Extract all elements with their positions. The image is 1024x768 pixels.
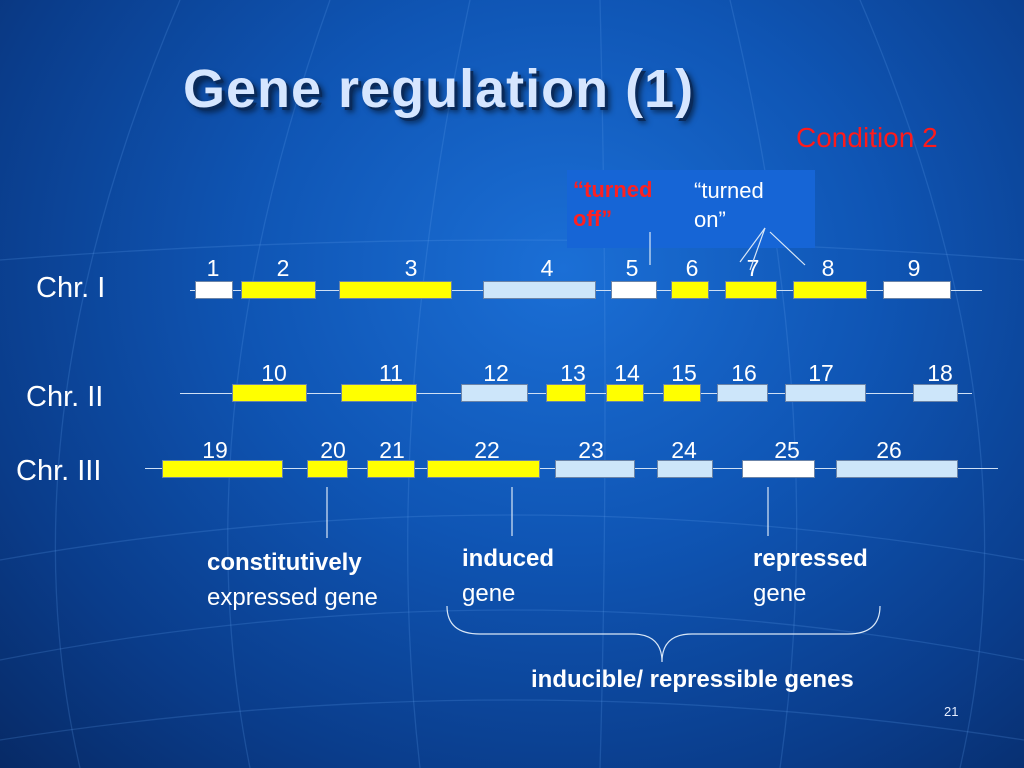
turned-on-pointer-7 bbox=[749, 227, 766, 271]
gene-number-21: 21 bbox=[379, 437, 405, 463]
gene-number-15: 15 bbox=[671, 360, 697, 386]
gene-21 bbox=[367, 460, 415, 478]
group-label: inducible/ repressible genes bbox=[531, 666, 854, 693]
page-title: Gene regulation (1) bbox=[183, 59, 695, 119]
turned-off-label: “turned off” bbox=[573, 177, 653, 231]
gene-5 bbox=[611, 281, 657, 299]
induced-callout: induced gene bbox=[462, 541, 554, 611]
chr-label-3: Chr. III bbox=[16, 455, 102, 487]
constitutive-bold: constitutively bbox=[207, 549, 362, 576]
chr-label-2: Chr. II bbox=[26, 381, 104, 413]
gene-number-10: 10 bbox=[261, 360, 287, 386]
gene-19 bbox=[162, 460, 283, 478]
turned-on-pointer-6 bbox=[739, 227, 766, 263]
gene-number-5: 5 bbox=[625, 255, 639, 281]
gene-22 bbox=[427, 460, 540, 478]
induced-bold: induced bbox=[462, 545, 555, 572]
gene-16 bbox=[717, 384, 768, 402]
gene-number-17: 17 bbox=[808, 360, 834, 386]
gene-15 bbox=[663, 384, 701, 402]
gene-12 bbox=[461, 384, 528, 402]
gene-8 bbox=[793, 281, 867, 299]
gene-number-6: 6 bbox=[685, 255, 699, 281]
constitutive-normal: expressed gene bbox=[207, 584, 378, 611]
condition-label: Condition 2 bbox=[796, 122, 938, 153]
gene-number-11: 11 bbox=[379, 360, 403, 386]
gene-2 bbox=[241, 281, 316, 299]
gene-number-14: 14 bbox=[614, 360, 640, 386]
turned-on-pointer-8 bbox=[769, 231, 806, 266]
repressed-bold: repressed bbox=[753, 545, 868, 572]
gene-4 bbox=[483, 281, 596, 299]
gene-number-18: 18 bbox=[927, 360, 953, 386]
induced-normal: gene bbox=[462, 580, 516, 607]
gene-number-1: 1 bbox=[206, 255, 220, 281]
gene-23 bbox=[555, 460, 635, 478]
gene-number-4: 4 bbox=[540, 255, 554, 281]
gene-9 bbox=[883, 281, 951, 299]
turned-on-label: “turned on” bbox=[694, 178, 764, 232]
gene-6 bbox=[671, 281, 709, 299]
gene-18 bbox=[913, 384, 958, 402]
gene-number-2: 2 bbox=[276, 255, 290, 281]
constitutive-callout: constitutively expressed gene bbox=[207, 545, 378, 615]
gene-24 bbox=[657, 460, 713, 478]
gene-number-16: 16 bbox=[731, 360, 757, 386]
gene-number-23: 23 bbox=[578, 437, 604, 463]
gene-10 bbox=[232, 384, 307, 402]
gene-3 bbox=[339, 281, 452, 299]
gene-20 bbox=[307, 460, 348, 478]
gene-11 bbox=[341, 384, 417, 402]
chr-label-1: Chr. I bbox=[36, 272, 106, 304]
gene-number-13: 13 bbox=[560, 360, 586, 386]
gene-13 bbox=[546, 384, 586, 402]
gene-number-22: 22 bbox=[474, 437, 500, 463]
gene-number-19: 19 bbox=[202, 437, 228, 463]
gene-25 bbox=[742, 460, 815, 478]
repressed-normal: gene bbox=[753, 580, 807, 607]
repressed-callout: repressed gene bbox=[753, 541, 868, 611]
gene-number-12: 12 bbox=[483, 360, 509, 386]
gene-14 bbox=[606, 384, 644, 402]
gene-number-25: 25 bbox=[774, 437, 800, 463]
gene-number-9: 9 bbox=[907, 255, 921, 281]
gene-number-8: 8 bbox=[821, 255, 835, 281]
gene-1 bbox=[195, 281, 233, 299]
group-brace bbox=[446, 605, 881, 663]
gene-number-3: 3 bbox=[404, 255, 418, 281]
gene-number-26: 26 bbox=[876, 437, 902, 463]
gene-26 bbox=[836, 460, 958, 478]
gene-number-20: 20 bbox=[320, 437, 346, 463]
gene-number-7: 7 bbox=[746, 255, 760, 281]
gene-number-24: 24 bbox=[671, 437, 697, 463]
slide-number: 21 bbox=[944, 704, 959, 719]
gene-7 bbox=[725, 281, 777, 299]
gene-17 bbox=[785, 384, 866, 402]
